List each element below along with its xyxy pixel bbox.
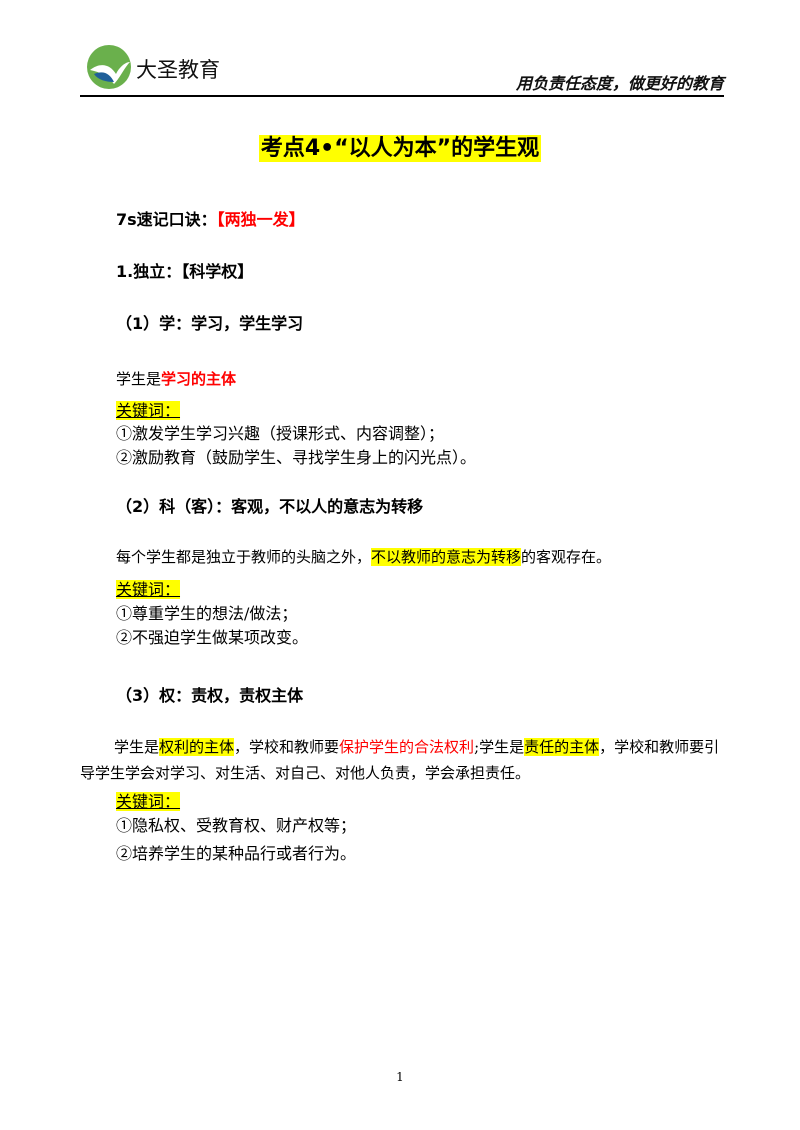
sub2-item: ②不强迫学生做某项改变。 [116, 628, 309, 647]
bird-logo-icon [87, 45, 131, 89]
sub1-item: ①激发学生学习兴趣（授课形式、内容调整）； [116, 424, 445, 443]
header-divider [80, 95, 724, 97]
section1-key: 【科学权】 [181, 262, 254, 281]
page-header: 大圣教育 用负责任态度，做更好的教育 [80, 40, 724, 96]
sub3-item: ②培养学生的某种品行或者行为。 [116, 844, 357, 863]
mnemonic-label: 7s速记口诀： [116, 210, 217, 229]
sub3-item: ①隐私权、受教育权、财产权等； [116, 816, 357, 835]
sub3-p1: 学生是 [114, 738, 160, 756]
sub2-text-hl: 不以教师的意志为转移 [371, 548, 522, 566]
sub3-p7: ，学校和教师要引导学生学会对学习、对生活、对自己、对他人负责，学会承担责任。 [80, 738, 720, 782]
sub2-item: ①尊重学生的想法/做法； [116, 604, 298, 623]
sub2-keywords-label: 关键词： [116, 576, 181, 600]
sub2-text-b: 的客观存在。 [521, 548, 612, 566]
logo-text: 大圣教育 [136, 58, 220, 82]
sub1-keywords-label: 关键词： [116, 397, 181, 421]
sub2-heading: （2）科（客）：客观，不以人的意志为转移 [116, 497, 424, 516]
sub2-keywords-label-text: 关键词： [116, 580, 181, 599]
sub2-statement: 每个学生都是独立于教师的头脑之外，不以教师的意志为转移的客观存在。 [116, 546, 611, 567]
sub3-heading: （3）权：责权，责权主体 [116, 686, 304, 705]
sub2-text-a: 每个学生都是独立于教师的头脑之外， [116, 548, 372, 566]
sub1-item: ②激励教育（鼓励学生、寻找学生身上的闪光点）。 [116, 448, 477, 467]
sub1-heading: （1）学：学习，学生学习 [116, 314, 304, 333]
sub3-p4: 保护学生的合法权利 [339, 738, 475, 756]
title-text: 考点4•“以人为本”的学生观 [258, 135, 542, 162]
sub1-text-red: 学习的主体 [161, 370, 237, 388]
section1-prefix: 1.独立： [116, 262, 182, 281]
page-number: 1 [396, 1070, 404, 1084]
sub1-text-prefix: 学生是 [116, 370, 162, 388]
sub3-paragraph: 学生是权利的主体，学校和教师要保护学生的合法权利;学生是责任的主体，学校和教师要… [80, 734, 724, 786]
mnemonic-line: 7s速记口诀：【两独一发】 [116, 206, 305, 230]
sub3-keywords-label-text: 关键词： [116, 792, 181, 811]
sub3-p3: ，学校和教师要 [234, 738, 340, 756]
sub1-statement: 学生是学习的主体 [116, 368, 236, 389]
sub1-keywords-label-text: 关键词： [116, 401, 181, 420]
mnemonic-value: 【两独一发】 [216, 210, 305, 229]
page-title: 考点4•“以人为本”的学生观 [0, 130, 800, 162]
sub3-keywords-label: 关键词： [116, 788, 181, 812]
sub3-p5: ;学生是 [474, 738, 525, 756]
section1-heading: 1.独立：【科学权】 [116, 258, 253, 282]
sub3-p6: 责任的主体 [524, 738, 600, 756]
slogan: 用负责任态度，做更好的教育 [515, 74, 724, 93]
sub3-p2: 权利的主体 [159, 738, 235, 756]
